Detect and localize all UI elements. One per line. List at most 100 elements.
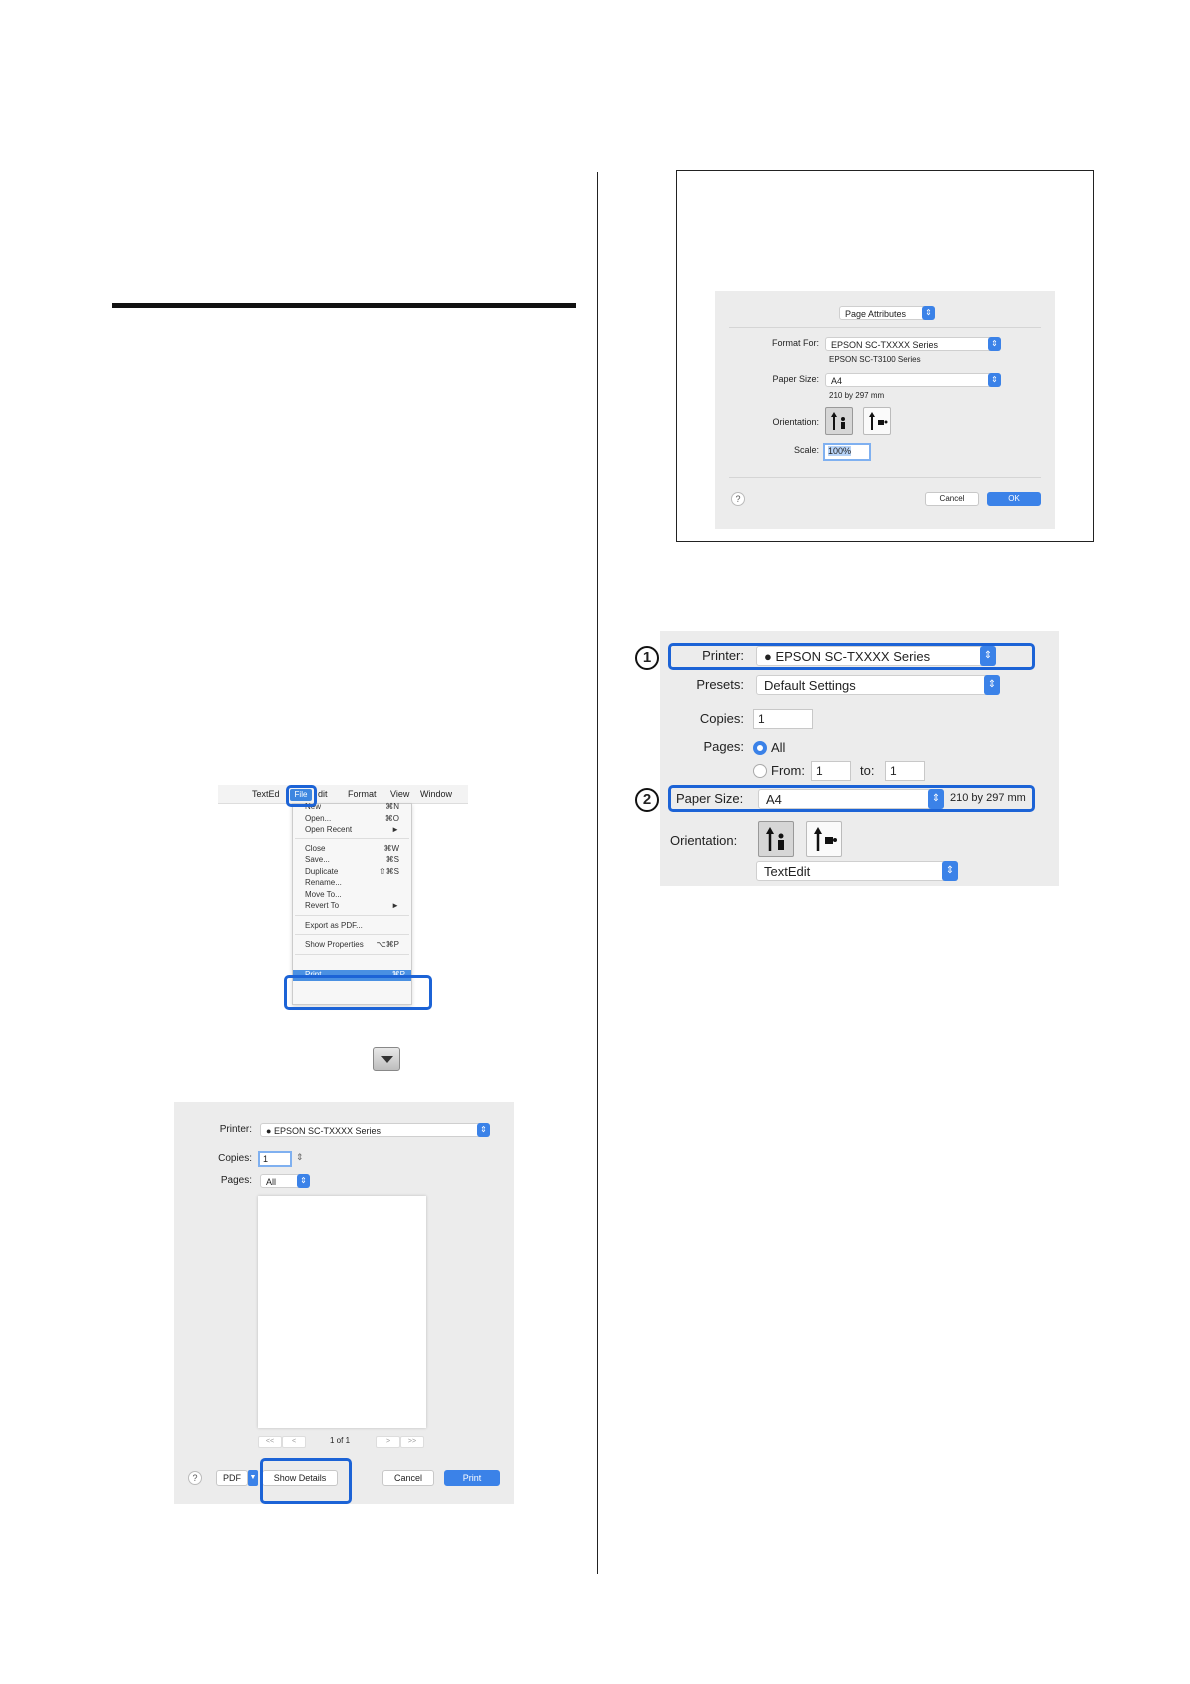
to-field[interactable]: 1 (885, 761, 925, 781)
menu-item-rename[interactable]: Rename... (305, 878, 342, 887)
menu-item-export-pdf[interactable]: Export as PDF... (305, 921, 363, 930)
separator (729, 327, 1041, 328)
menu-app-name[interactable]: TextEd (252, 789, 280, 799)
printer-label: Printer: (219, 1124, 252, 1135)
page-setup-screenshot: Page Attributes ⇕ Format For: EPSON SC-T… (676, 170, 1094, 542)
format-for-subtitle: EPSON SC-T3100 Series (829, 355, 921, 364)
first-page-button[interactable]: << (258, 1436, 282, 1448)
to-label: to: (860, 763, 875, 778)
menu-item-close[interactable]: Close⌘W (305, 844, 399, 853)
print-dialog-simple: Printer: ● EPSON SC-TXXXX Series ⇕ Copie… (174, 1102, 514, 1504)
printer-popup[interactable]: ● EPSON SC-TXXXX Series ⇕ (756, 646, 996, 666)
page-setup-dialog: Page Attributes ⇕ Format For: EPSON SC-T… (715, 291, 1055, 529)
menu-edit[interactable]: dit (318, 789, 328, 799)
menu-item-save[interactable]: Save...⌘S (305, 855, 399, 864)
orientation-label: Orientation: (670, 833, 738, 848)
paper-size-highlight (668, 785, 1035, 812)
file-menu-dropdown: New⌘N Open...⌘O Open Recent► Close⌘W Sav… (292, 802, 412, 1005)
prev-page-button[interactable]: < (282, 1436, 306, 1448)
menu-window[interactable]: Window (420, 789, 453, 799)
copies-field[interactable]: 1 (753, 709, 813, 729)
popup-arrows-icon: ⇕ (297, 1174, 310, 1188)
section-popup[interactable]: TextEdit ⇕ (756, 861, 958, 881)
pdf-dropdown-icon[interactable]: ▼ (248, 1470, 258, 1486)
last-page-button[interactable]: >> (400, 1436, 424, 1448)
popup-arrows-icon: ⇕ (988, 373, 1001, 387)
paper-size-dimensions: 210 by 297 mm (950, 792, 1026, 804)
pages-label: Pages: (703, 739, 744, 754)
popup-arrows-icon: ⇕ (980, 646, 996, 666)
column-divider (597, 172, 598, 1574)
pages-label: Pages: (220, 1175, 252, 1186)
popup-arrows-icon: ⇕ (942, 861, 958, 881)
printer-popup[interactable]: ● EPSON SC-TXXXX Series ⇕ (260, 1123, 490, 1137)
copies-label: Copies: (699, 711, 744, 726)
show-details-disclosure-icon (373, 1047, 400, 1071)
popup-arrows-icon: ⇕ (988, 337, 1001, 351)
show-details-highlight (260, 1458, 352, 1504)
paper-size-label: Paper Size: (676, 791, 744, 806)
menu-item-show-properties[interactable]: Show Properties⌥⌘P (305, 940, 399, 949)
file-menu-highlight (286, 785, 317, 807)
popup-arrows-icon: ⇕ (922, 306, 935, 320)
menu-separator (295, 934, 409, 935)
menu-item-revert-to[interactable]: Revert To► (305, 901, 399, 910)
printer-status-icon: ● (266, 1126, 274, 1136)
print-preview-page (258, 1196, 426, 1428)
copies-field[interactable]: 1 (258, 1151, 292, 1167)
menu-item-move-to[interactable]: Move To... (305, 890, 342, 899)
orientation-label: Orientation: (772, 417, 819, 427)
presets-popup[interactable]: Default Settings ⇕ (756, 675, 1000, 695)
menu-separator (295, 915, 409, 916)
menu-bar: TextEd File dit Format View Window (218, 785, 468, 804)
printer-status-icon: ● (764, 649, 776, 664)
next-page-button[interactable]: > (376, 1436, 400, 1448)
paper-size-subtitle: 210 by 297 mm (829, 391, 885, 400)
print-dialog-details: Printer: ● EPSON SC-TXXXX Series ⇕ Prese… (660, 631, 1059, 886)
pdf-button[interactable]: PDF (216, 1470, 248, 1486)
pages-all-label: All (771, 740, 786, 755)
cancel-button[interactable]: Cancel (925, 492, 979, 506)
section-heading-rule (112, 303, 576, 308)
callout-number-2: 2 (635, 788, 659, 812)
presets-label: Presets: (696, 677, 744, 692)
pages-all-radio[interactable] (753, 741, 767, 755)
menu-item-duplicate[interactable]: Duplicate⇧⌘S (305, 867, 399, 876)
copies-label: Copies: (218, 1153, 252, 1164)
menu-item-new[interactable]: New⌘N (305, 802, 399, 811)
pages-range-radio[interactable] (753, 764, 767, 778)
file-menu-screenshot: TextEd File dit Format View Window New⌘N… (218, 785, 468, 1010)
help-button[interactable]: ? (731, 492, 745, 506)
help-button[interactable]: ? (188, 1471, 202, 1485)
landscape-orientation-icon[interactable] (863, 407, 891, 435)
menu-file[interactable]: File (290, 789, 312, 801)
paper-size-popup[interactable]: A4 ⇕ (758, 789, 944, 809)
from-label: From: (771, 763, 805, 778)
paper-size-label: Paper Size: (772, 374, 819, 384)
ok-button[interactable]: OK (987, 492, 1041, 506)
print-button[interactable]: Print (444, 1470, 500, 1486)
printer-highlight (668, 643, 1035, 670)
menu-view[interactable]: View (390, 789, 410, 799)
copies-stepper-icon[interactable]: ⇕ (296, 1152, 304, 1162)
cancel-button[interactable]: Cancel (382, 1470, 434, 1486)
printer-label: Printer: (702, 648, 744, 663)
page-attributes-popup[interactable]: Page Attributes ⇕ (839, 306, 935, 320)
paper-size-popup[interactable]: A4 ⇕ (825, 373, 1001, 387)
from-field[interactable]: 1 (811, 761, 851, 781)
popup-arrows-icon: ⇕ (477, 1123, 490, 1137)
menu-separator (295, 954, 409, 955)
format-for-popup[interactable]: EPSON SC-TXXXX Series ⇕ (825, 337, 1001, 351)
scale-label: Scale: (793, 445, 819, 455)
pages-popup[interactable]: All ⇕ (260, 1174, 310, 1188)
print-item-highlight (284, 975, 432, 1010)
menu-format[interactable]: Format (348, 789, 377, 799)
format-for-label: Format For: (771, 338, 819, 348)
separator (729, 477, 1041, 478)
menu-item-open-recent[interactable]: Open Recent► (305, 825, 399, 834)
portrait-orientation-icon[interactable] (825, 407, 853, 435)
portrait-orientation-icon[interactable] (758, 821, 794, 857)
menu-item-open[interactable]: Open...⌘O (305, 814, 399, 823)
scale-field[interactable]: 100% (823, 443, 871, 461)
landscape-orientation-icon[interactable] (806, 821, 842, 857)
